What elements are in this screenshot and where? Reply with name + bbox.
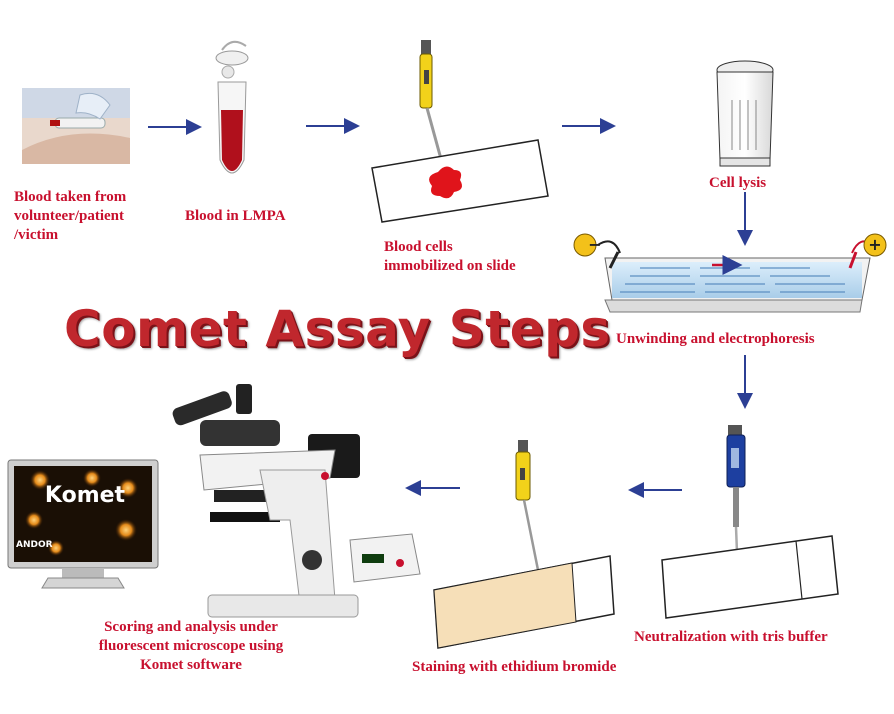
monitor-brand: Komet xyxy=(44,483,126,508)
coplin-jar-icon xyxy=(716,60,774,167)
neutralization-slide-icon xyxy=(661,535,839,619)
diagram-title: Comet Assay Steps xyxy=(64,300,611,358)
step-2-label: Blood in LMPA xyxy=(185,208,286,224)
step-6-label: Neutralization with tris buffer xyxy=(634,629,828,645)
glass-slide-icon xyxy=(371,139,549,223)
flow-arrows xyxy=(148,118,753,498)
step-7-label: Staining with ethidium bromide xyxy=(412,659,617,675)
step-5-label: Unwinding and electrophoresis xyxy=(616,331,815,347)
electrophoresis-tank-icon xyxy=(597,240,873,313)
step-4-label: Cell lysis xyxy=(709,175,767,191)
negative-sign: − xyxy=(588,235,602,254)
eppendorf-tube-icon xyxy=(215,40,249,174)
microscope-icon xyxy=(172,384,360,618)
negative-electrode-icon xyxy=(573,233,597,257)
positive-sign: + xyxy=(868,235,882,254)
stained-slide-icon xyxy=(433,555,615,649)
pipette-icon xyxy=(419,40,446,171)
monitor-icon xyxy=(7,459,159,589)
step-8-label: Scoring and analysis under fluorescent m… xyxy=(98,619,284,673)
power-supply-icon xyxy=(349,533,421,583)
step-1-label: Blood taken from volunteer/patient /vict… xyxy=(14,189,127,243)
monitor-vendor: ANDOR xyxy=(16,540,53,550)
staining-pipette-icon xyxy=(515,440,542,581)
blood-draw-photo-icon xyxy=(22,88,130,164)
positive-electrode-icon xyxy=(863,233,887,257)
step-3-label: Blood cells immobilized on slide xyxy=(384,239,516,274)
